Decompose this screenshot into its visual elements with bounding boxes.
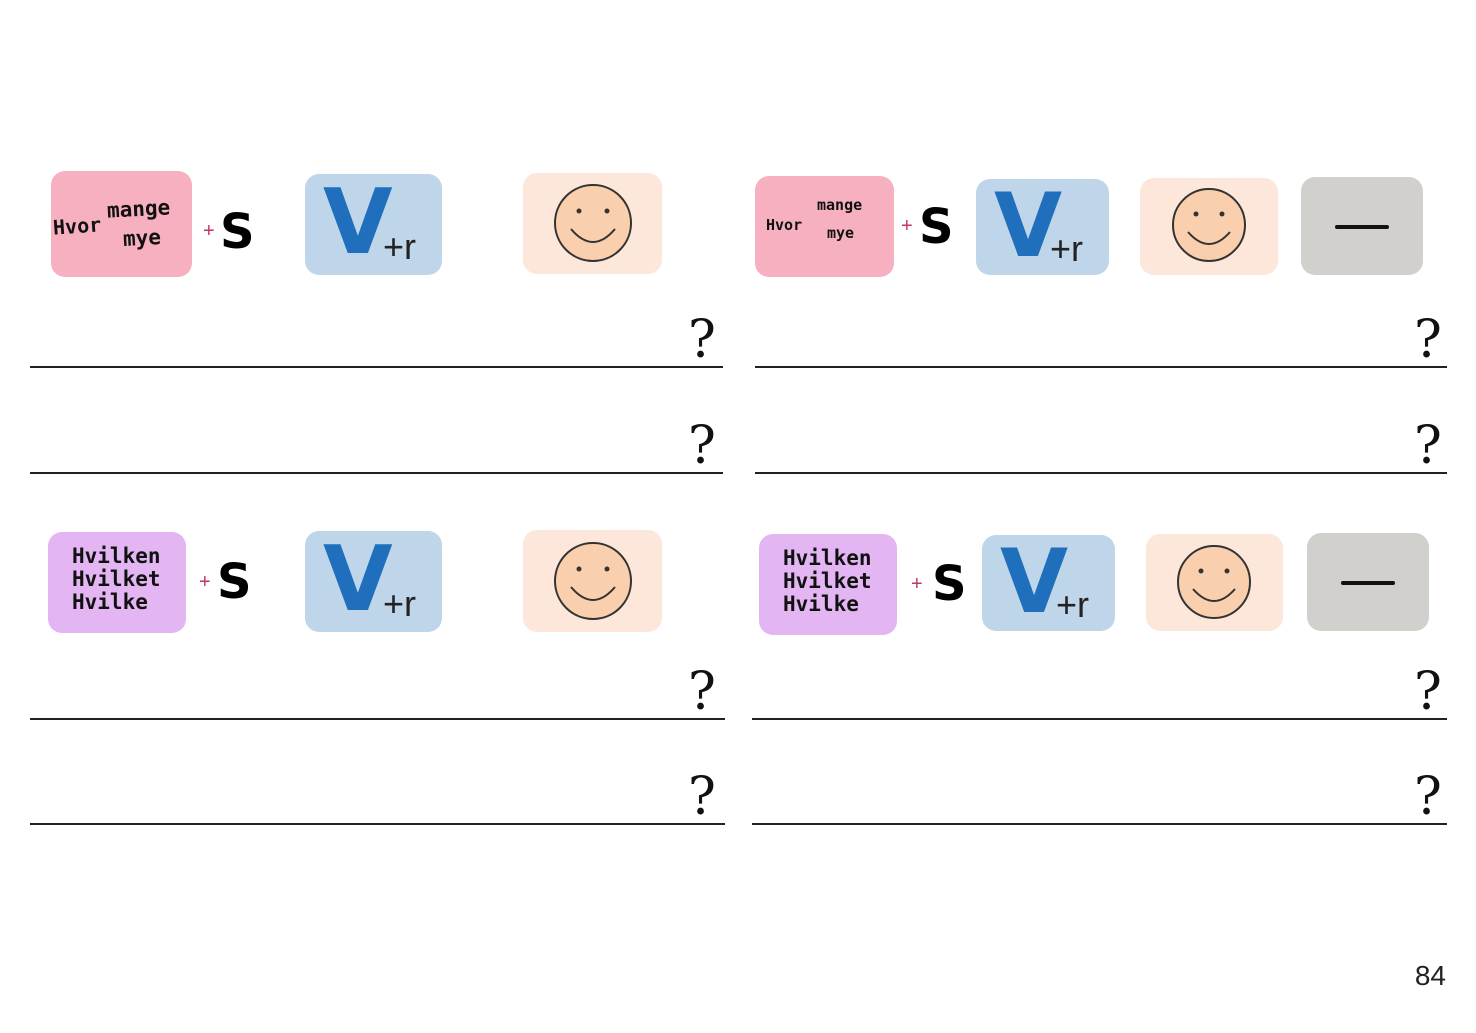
verb-v: V xyxy=(994,174,1063,277)
negation-card xyxy=(1301,177,1423,275)
mange-text: mange xyxy=(817,196,863,214)
plus-sign: + xyxy=(203,220,215,242)
verb-suffix: +r xyxy=(383,226,417,267)
question-word-card: Hvilken Hvilket Hvilke xyxy=(48,532,186,633)
answer-line[interactable] xyxy=(755,472,1447,474)
question-word-card: Hvilken Hvilket Hvilke xyxy=(759,534,897,635)
verb-v: V xyxy=(323,527,393,632)
subject-s: S xyxy=(220,204,255,260)
smiley-face-icon xyxy=(1177,545,1251,619)
question-mark: ? xyxy=(1414,416,1442,476)
mange-text: mange xyxy=(106,195,171,223)
hvilken-text: Hvilken xyxy=(72,544,161,568)
affirmative-card xyxy=(523,173,662,274)
question-mark: ? xyxy=(688,662,716,722)
hvilket-text: Hvilket xyxy=(783,569,872,593)
verb-suffix: +r xyxy=(383,583,417,624)
question-mark: ? xyxy=(688,767,716,827)
plus-sign: + xyxy=(901,215,913,237)
mye-text: mye xyxy=(122,225,162,251)
question-word-card: Hvor mange mye xyxy=(51,171,192,277)
verb-suffix: +r xyxy=(1050,228,1084,269)
smiley-face-icon xyxy=(554,184,632,262)
question-word-card: Hvor mange mye xyxy=(755,176,894,277)
negation-dash-icon xyxy=(1335,225,1389,229)
verb-card: V +r xyxy=(976,179,1109,275)
mye-text: mye xyxy=(827,224,855,242)
subject-s: S xyxy=(932,556,967,612)
affirmative-card xyxy=(1146,534,1283,631)
affirmative-card xyxy=(523,530,662,632)
verb-suffix: +r xyxy=(1056,584,1090,625)
answer-line[interactable] xyxy=(30,472,723,474)
smiley-face-icon xyxy=(1172,188,1246,262)
answer-line[interactable] xyxy=(30,366,723,368)
negation-dash-icon xyxy=(1341,581,1395,585)
page-number: 84 xyxy=(1414,960,1446,991)
hvor-text: Hvor xyxy=(52,212,102,240)
answer-line[interactable] xyxy=(755,366,1447,368)
hvilken-text: Hvilken xyxy=(783,546,872,570)
plus-sign: + xyxy=(199,571,211,593)
verb-v: V xyxy=(323,170,393,275)
plus-sign: + xyxy=(911,573,923,595)
question-mark: ? xyxy=(688,416,716,476)
verb-card: V +r xyxy=(305,531,442,632)
answer-line[interactable] xyxy=(30,823,725,825)
hvor-text: Hvor xyxy=(766,216,803,234)
question-mark: ? xyxy=(688,310,716,370)
subject-s: S xyxy=(217,554,252,610)
negation-card xyxy=(1307,533,1429,631)
answer-line[interactable] xyxy=(752,823,1447,825)
hvilke-text: Hvilke xyxy=(72,590,148,614)
hvilke-text: Hvilke xyxy=(783,592,859,616)
subject-s: S xyxy=(919,199,954,255)
affirmative-card xyxy=(1140,178,1278,275)
question-mark: ? xyxy=(1414,310,1442,370)
hvilket-text: Hvilket xyxy=(72,567,161,591)
smiley-face-icon xyxy=(554,542,632,620)
verb-v: V xyxy=(1000,530,1069,633)
answer-line[interactable] xyxy=(30,718,725,720)
answer-line[interactable] xyxy=(752,718,1447,720)
question-mark: ? xyxy=(1414,662,1442,722)
verb-card: V +r xyxy=(305,174,442,275)
question-mark: ? xyxy=(1414,767,1442,827)
verb-card: V +r xyxy=(982,535,1115,631)
